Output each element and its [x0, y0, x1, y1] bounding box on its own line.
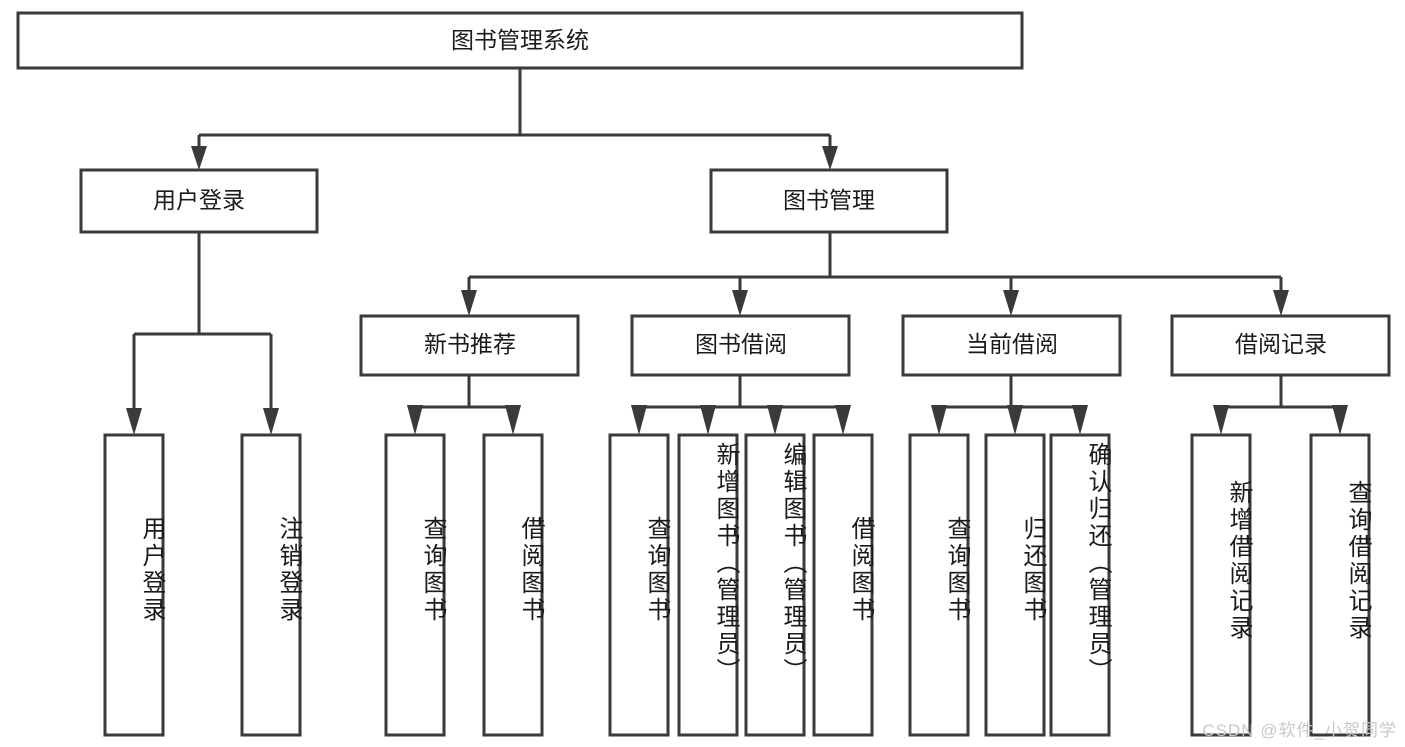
- arrowhead-current-borrow: [1003, 290, 1019, 316]
- node-leaf-add-borrow-record[interactable]: [1190, 433, 1252, 737]
- arrowhead-leaf-borrow-book: [835, 405, 851, 435]
- node-book-borrow[interactable]: [630, 314, 851, 377]
- node-leaf-add-book-admin[interactable]: [677, 433, 739, 737]
- arrowhead-leaf-logout-login: [263, 408, 279, 435]
- node-leaf-borrow-book[interactable]: [812, 433, 874, 737]
- node-leaf-query-book-current[interactable]: [908, 433, 970, 737]
- node-root[interactable]: [16, 11, 1024, 70]
- node-current-borrow-label: 当前借阅: [966, 331, 1058, 357]
- arrowhead-leaf-borrow-book-rec: [505, 405, 521, 435]
- node-leaf-user-login[interactable]: [103, 433, 165, 737]
- node-leaf-borrow-book-rec[interactable]: [482, 433, 544, 737]
- arrowhead-leaf-query-book-rec: [407, 405, 423, 435]
- node-leaf-confirm-return-admin[interactable]: [1049, 433, 1111, 737]
- node-leaf-logout-login[interactable]: [240, 433, 302, 737]
- node-root-label: 图书管理系统: [451, 27, 589, 53]
- arrowhead-leaf-query-book-current: [931, 405, 947, 435]
- node-new-book-recommend[interactable]: [359, 314, 580, 377]
- node-layer: 图书管理系统 用户登录 图书管理 新书推荐 图书借阅 当前借阅 借阅记录: [16, 11, 1391, 737]
- node-current-borrow[interactable]: [901, 314, 1122, 377]
- arrowhead-leaf-add-book-admin: [700, 405, 716, 435]
- csdn-watermark: CSDN @软件_小贺同学: [1202, 721, 1397, 740]
- arrowhead-user-login: [191, 146, 207, 170]
- arrowhead-leaf-add-borrow-record: [1213, 405, 1229, 435]
- arrowhead-book-manage: [822, 146, 838, 170]
- node-borrow-record[interactable]: [1170, 314, 1391, 377]
- node-borrow-record-label: 借阅记录: [1235, 331, 1327, 357]
- arrowhead-book-borrow: [732, 290, 748, 316]
- arrowhead-leaf-return-book: [1007, 405, 1023, 435]
- node-leaf-query-book-rec[interactable]: [384, 433, 446, 737]
- arrowhead-leaf-user-login: [126, 408, 142, 435]
- connector-layer: [126, 68, 1348, 435]
- arrowhead-borrow-record: [1273, 290, 1289, 316]
- node-new-book-recommend-label: 新书推荐: [424, 331, 516, 357]
- arrowhead-leaf-query-book-borrow: [631, 405, 647, 435]
- node-leaf-query-borrow-record[interactable]: [1309, 433, 1371, 737]
- node-leaf-edit-book-admin[interactable]: [744, 433, 806, 737]
- node-book-manage-label: 图书管理: [783, 187, 875, 213]
- node-user-login-label: 用户登录: [153, 187, 245, 213]
- arrowhead-leaf-confirm-return-admin: [1072, 405, 1088, 435]
- arrowhead-leaf-query-borrow-record: [1332, 405, 1348, 435]
- node-user-login[interactable]: [79, 168, 319, 234]
- arrowhead-leaf-edit-book-admin: [767, 405, 783, 435]
- node-book-manage[interactable]: [709, 168, 949, 234]
- node-leaf-return-book[interactable]: [984, 433, 1046, 737]
- node-book-borrow-label: 图书借阅: [695, 331, 787, 357]
- node-leaf-query-book-borrow[interactable]: [608, 433, 670, 737]
- arrowhead-new-book-recommend: [461, 290, 477, 316]
